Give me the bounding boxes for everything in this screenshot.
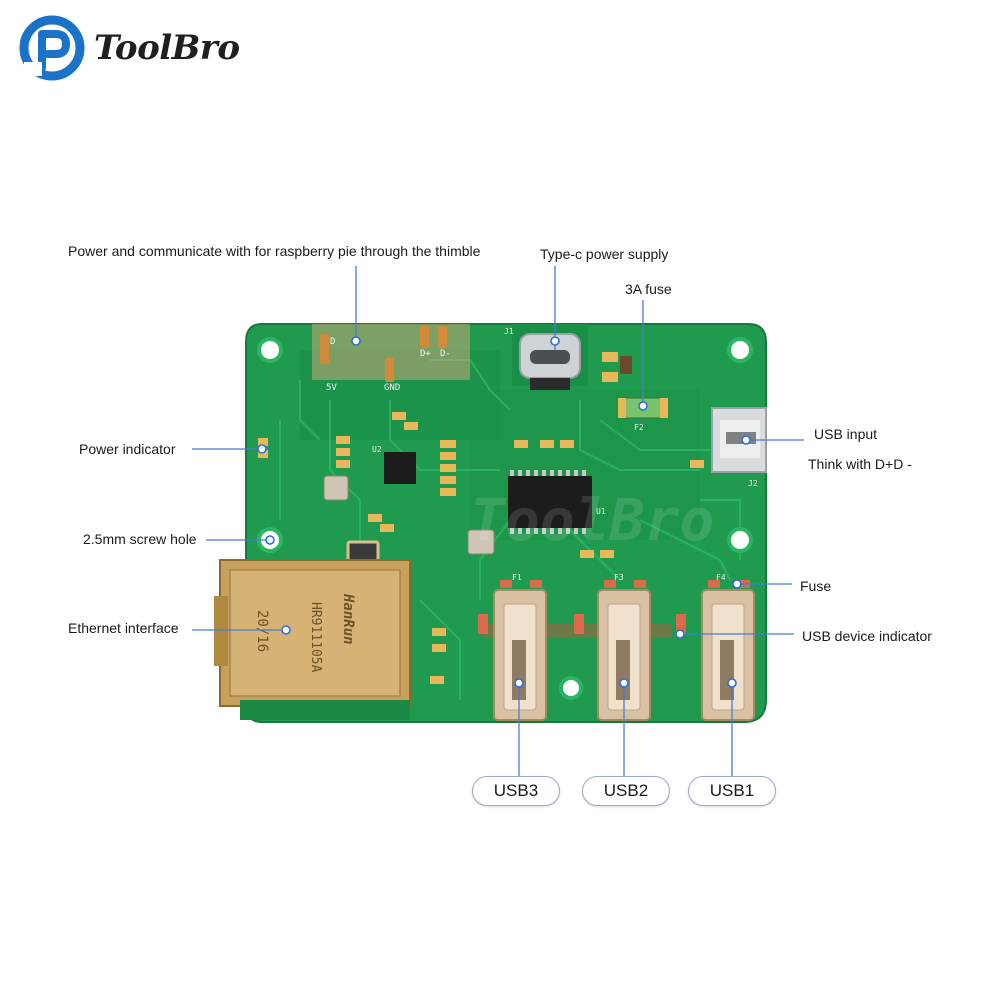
callout-fuse-3a: 3A fuse bbox=[625, 281, 672, 297]
pcb-board: D 5V GND D+ D- J1 F2 J2 bbox=[214, 323, 767, 723]
callout-power-indicator: Power indicator bbox=[79, 441, 176, 457]
jack-model: HR911105A bbox=[308, 602, 323, 673]
ethernet-jack: HR911105A 20/16 HanRun bbox=[214, 559, 411, 720]
callout-ethernet: Ethernet interface bbox=[68, 620, 179, 636]
callout-usb-device-indicator: USB device indicator bbox=[802, 628, 932, 644]
jack-brand: HanRun bbox=[340, 593, 356, 645]
label-u1: U1 bbox=[596, 507, 606, 516]
usb-port-2: F3 bbox=[597, 573, 651, 721]
callout-usb-input: USB input bbox=[814, 426, 878, 442]
jack-date: 20/16 bbox=[254, 610, 270, 652]
callout-typec: Type-c power supply bbox=[540, 246, 669, 262]
typec-connector: J1 bbox=[504, 324, 588, 390]
usb-port-1: F4 bbox=[701, 573, 755, 721]
label-f4: F4 bbox=[716, 573, 726, 582]
pogo-pins bbox=[320, 326, 447, 382]
pin-label-dminus: D- bbox=[440, 349, 451, 359]
usb-port-3: F1 bbox=[493, 573, 547, 721]
label-f2: F2 bbox=[634, 423, 644, 432]
brand-logo: ToolBro bbox=[18, 14, 258, 84]
label-j1: J1 bbox=[504, 327, 514, 336]
callout-pins: Power and communicate with for raspberry… bbox=[68, 243, 481, 259]
label-f1: F1 bbox=[512, 573, 522, 582]
label-j2: J2 bbox=[748, 479, 758, 488]
label-f3: F3 bbox=[614, 573, 624, 582]
pin-label-gnd: GND bbox=[384, 383, 400, 393]
brand-mark-icon bbox=[19, 15, 85, 81]
label-u2: U2 bbox=[372, 445, 382, 454]
usb2-label: USB2 bbox=[582, 776, 670, 806]
callout-lines bbox=[192, 266, 804, 776]
power-led bbox=[258, 438, 268, 446]
pin-top-label: D bbox=[330, 337, 335, 347]
pin-label-dplus: D+ bbox=[420, 349, 431, 359]
callout-screw-hole: 2.5mm screw hole bbox=[83, 531, 197, 547]
callout-dots bbox=[257, 336, 751, 688]
chip-u2: U2 bbox=[372, 445, 416, 484]
chip-u1: U1 bbox=[508, 470, 606, 534]
mounting-holes bbox=[257, 337, 753, 700]
brand-name: ToolBro bbox=[94, 28, 240, 68]
usb1-label: USB1 bbox=[688, 776, 776, 806]
callout-fuse: Fuse bbox=[800, 578, 832, 594]
usb3-label: USB3 bbox=[472, 776, 560, 806]
usb-device-leds bbox=[478, 614, 686, 634]
callout-think: Think with D+D - bbox=[808, 456, 912, 472]
pin-label-5v: 5V bbox=[326, 383, 337, 393]
board-watermark: ToolBro bbox=[470, 486, 714, 554]
